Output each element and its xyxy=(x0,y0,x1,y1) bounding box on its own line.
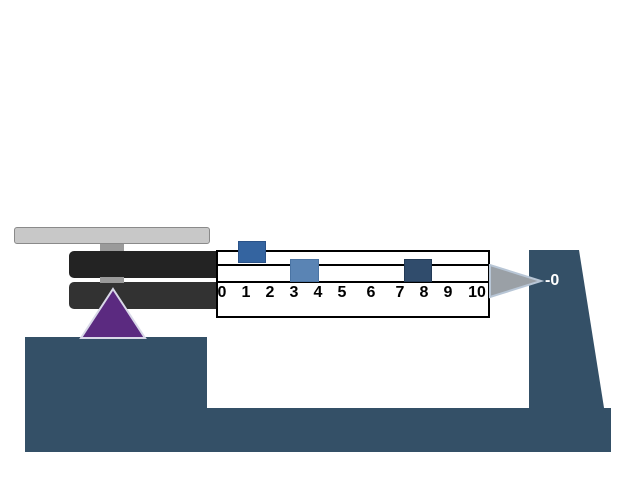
rider-top-beam[interactable] xyxy=(238,241,266,263)
weighing-pan[interactable] xyxy=(14,227,210,244)
tick-label: 9 xyxy=(443,284,453,301)
tick-label: 2 xyxy=(265,284,275,301)
tick-label: 6 xyxy=(366,284,376,301)
rider-middle-beam-left[interactable] xyxy=(290,259,319,282)
rider-middle-beam-right[interactable] xyxy=(404,259,432,282)
tick-label: 0 xyxy=(217,284,227,301)
pan-post-lower xyxy=(100,277,124,283)
tick-label: 8 xyxy=(419,284,429,301)
pointer-reading: -0 xyxy=(545,272,560,289)
triangle-icon xyxy=(79,287,147,339)
beam-arm-top xyxy=(69,251,227,278)
pan-post xyxy=(100,244,124,254)
beam-divider-bottom xyxy=(216,281,490,283)
tick-label: 7 xyxy=(395,284,405,301)
tick-label: 4 xyxy=(313,284,323,301)
tick-label: 3 xyxy=(289,284,299,301)
tick-label: 10 xyxy=(468,284,486,301)
tick-label: 5 xyxy=(337,284,347,301)
scale-base-bottom xyxy=(25,408,611,452)
tick-labels: 0 1 2 3 4 5 6 7 8 9 10 xyxy=(216,284,490,302)
beam-divider-top xyxy=(216,264,490,266)
scale-base-right-post xyxy=(529,250,611,452)
tick-label: 1 xyxy=(241,284,251,301)
beam-arm-bottom xyxy=(69,282,227,309)
pointer-triangle-icon xyxy=(489,264,545,299)
